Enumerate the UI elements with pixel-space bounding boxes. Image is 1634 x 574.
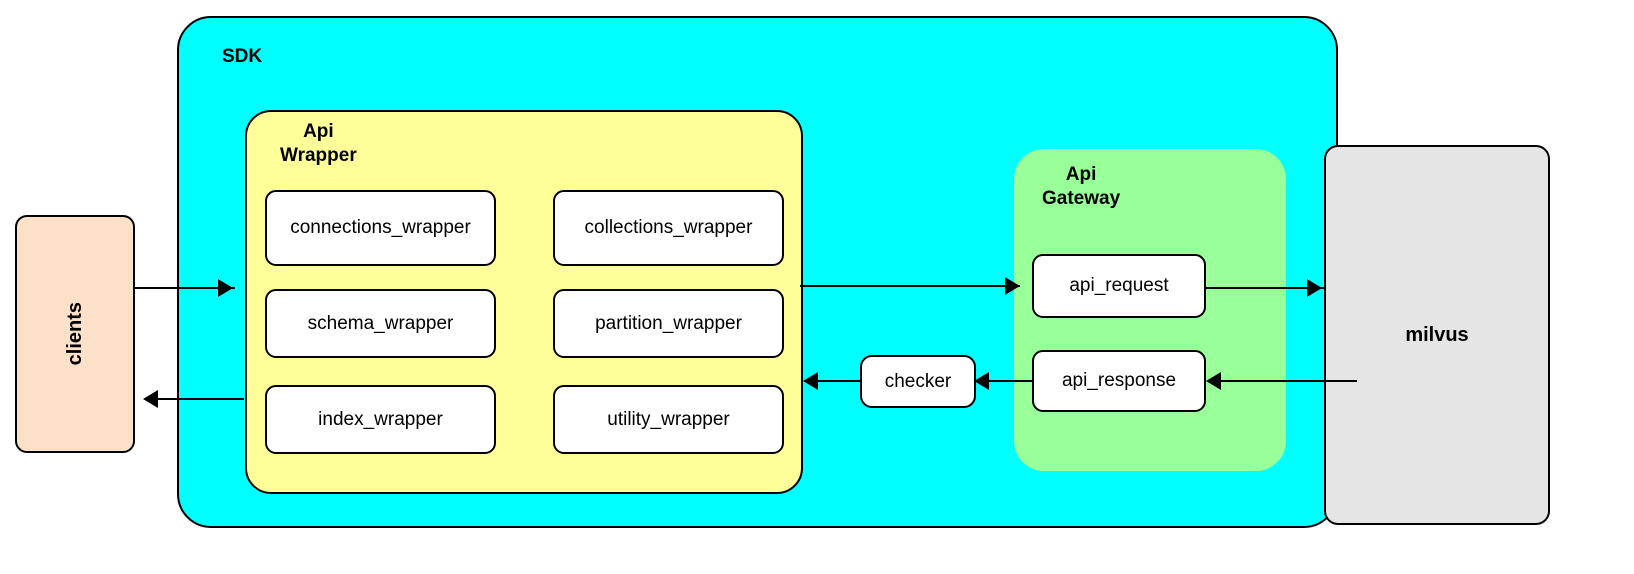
node-collections-wrapper-label: collections_wrapper — [584, 217, 753, 238]
container-sdk-label: SDK — [222, 46, 263, 67]
edge-checker-to-wrapper-arrowhead — [803, 372, 818, 390]
node-partition-wrapper-label: partition_wrapper — [595, 312, 742, 334]
container-api-wrapper-label: Api Wrapper — [280, 121, 357, 167]
edge-wrapper-to-clients-arrowhead — [143, 390, 158, 408]
edge-clients-to-wrapper-line — [135, 287, 235, 289]
container-api-gateway-label: Api Gateway — [1042, 164, 1121, 210]
edge-wrapper-to-gateway-arrowhead — [1005, 277, 1020, 295]
node-clients-label: clients — [63, 302, 86, 366]
node-api-response-label: api_response — [1061, 370, 1177, 391]
edge-response-to-checker-line — [986, 380, 1032, 382]
node-api-request[interactable]: api_request — [1032, 254, 1206, 318]
edge-request-to-milvus-line — [1206, 287, 1326, 289]
node-utility-wrapper-label: utility_wrapper — [607, 408, 730, 430]
edge-milvus-to-response-arrowhead — [1206, 372, 1221, 390]
edge-clients-to-wrapper-arrowhead — [218, 279, 233, 297]
node-schema-wrapper[interactable]: schema_wrapper — [265, 289, 496, 358]
edge-milvus-to-response-line — [1216, 380, 1357, 382]
node-connections-wrapper[interactable]: connections_wrapper — [265, 190, 496, 266]
node-collections-wrapper[interactable]: collections_wrapper — [553, 190, 784, 266]
node-api-request-label: api_request — [1069, 275, 1169, 296]
edge-checker-to-wrapper-line — [815, 380, 860, 382]
edge-wrapper-to-gateway-line — [800, 285, 1020, 287]
node-connections-wrapper-label: connections_wrapper — [290, 217, 471, 238]
edge-wrapper-to-clients-line — [157, 398, 244, 400]
node-clients[interactable]: clients — [15, 215, 135, 453]
node-api-response[interactable]: api_response — [1032, 350, 1206, 412]
node-checker-label: checker — [884, 370, 952, 392]
edge-request-to-milvus-arrowhead — [1307, 279, 1322, 297]
node-milvus[interactable]: milvus — [1324, 145, 1550, 525]
node-index-wrapper-label: index_wrapper — [318, 408, 443, 430]
node-milvus-label: milvus — [1405, 323, 1469, 346]
edge-response-to-checker-arrowhead — [974, 372, 989, 390]
node-partition-wrapper[interactable]: partition_wrapper — [553, 289, 784, 358]
node-utility-wrapper[interactable]: utility_wrapper — [553, 385, 784, 454]
node-index-wrapper[interactable]: index_wrapper — [265, 385, 496, 454]
node-checker[interactable]: checker — [860, 355, 976, 408]
node-schema-wrapper-label: schema_wrapper — [307, 312, 454, 334]
